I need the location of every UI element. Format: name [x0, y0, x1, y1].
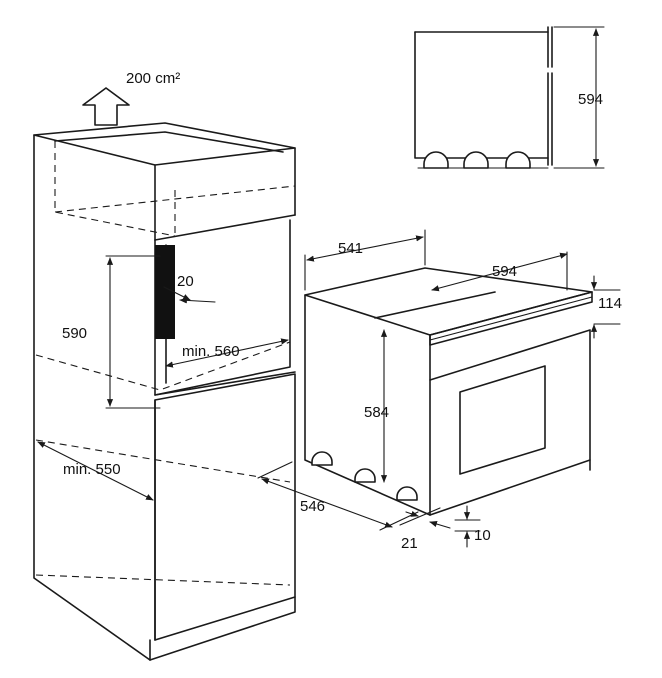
tall-cabinet — [33, 122, 296, 661]
oven-body-height-label: 584 — [364, 404, 389, 421]
door-thickness-label: 21 — [401, 535, 418, 552]
ventilation-slot — [155, 245, 175, 339]
oven-width-label: 594 — [492, 263, 517, 280]
oven-body-depth-label: 546 — [300, 498, 325, 515]
ventilation-arrow-icon — [82, 87, 130, 126]
inset-height-label: 594 — [578, 91, 603, 108]
control-panel-height-label: 114 — [598, 295, 622, 312]
oven — [304, 267, 593, 516]
oven-depth-label: 541 — [338, 240, 363, 257]
inset-front-view — [414, 26, 605, 169]
cabinet-depth-label: min. 550 — [63, 461, 121, 478]
door-offset-label: 10 — [474, 527, 491, 544]
niche-width-label: min. 560 — [182, 343, 240, 360]
vent-gap-label: 20 — [177, 273, 194, 290]
ventilation-label: 200 cm² — [126, 70, 180, 87]
dimension-lines — [37, 229, 621, 548]
niche-height-label: 590 — [62, 325, 87, 342]
